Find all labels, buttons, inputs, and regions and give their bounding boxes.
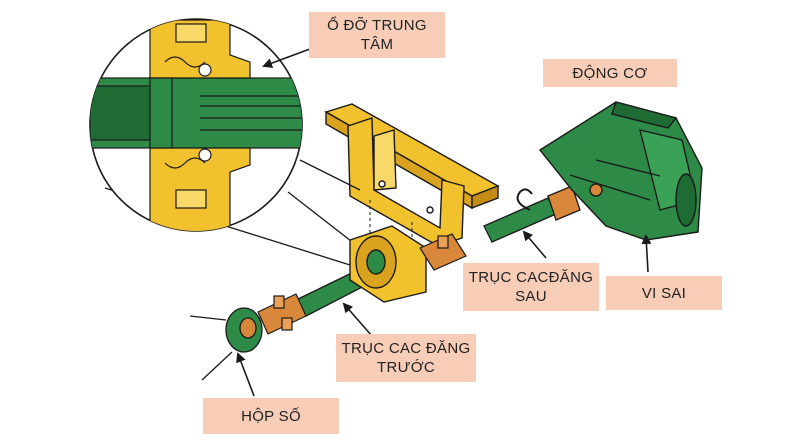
label-engine-text: ĐỘNG CƠ	[572, 64, 648, 82]
label-gearbox-text: HỘP SỐ	[241, 407, 301, 425]
label-engine: ĐỘNG CƠ	[543, 59, 677, 87]
arrow-front-shaft	[342, 302, 373, 337]
differential-housing	[538, 101, 703, 241]
arrow-differential	[641, 234, 652, 273]
rear-propeller-shaft	[483, 185, 581, 243]
label-gearbox: HỘP SỐ	[203, 398, 339, 434]
label-front-shaft-line2: TRƯỚC	[377, 359, 435, 376]
label-differential-text: VI SAI	[641, 284, 687, 302]
front-u-joint	[257, 293, 307, 335]
label-center-bearing: Ổ ĐỠ TRUNG TÂM	[309, 12, 445, 58]
label-rear-shaft: TRỤC CACĐĂNG SAU	[463, 263, 599, 311]
zoom-detail	[89, 18, 303, 232]
label-center-bearing-line1: Ổ ĐỠ TRUNG	[327, 17, 427, 34]
gearbox-flange	[225, 307, 263, 353]
label-center-bearing-line2: TÂM	[360, 36, 394, 53]
arrow-rear-shaft	[522, 230, 547, 259]
center-bearing	[349, 225, 427, 303]
label-front-shaft: TRỤC CAC ĐĂNG TRƯỚC	[336, 334, 476, 382]
label-rear-shaft-line2: SAU	[515, 288, 547, 305]
leader-lines	[189, 159, 361, 381]
arrow-gearbox	[236, 352, 255, 397]
label-differential: VI SAI	[606, 276, 722, 310]
label-front-shaft-line1: TRỤC CAC ĐĂNG	[341, 340, 471, 357]
label-rear-shaft-line1: TRỤC CACĐĂNG	[468, 269, 594, 286]
frame-bracket	[324, 103, 500, 247]
rear-u-joint	[419, 233, 467, 271]
